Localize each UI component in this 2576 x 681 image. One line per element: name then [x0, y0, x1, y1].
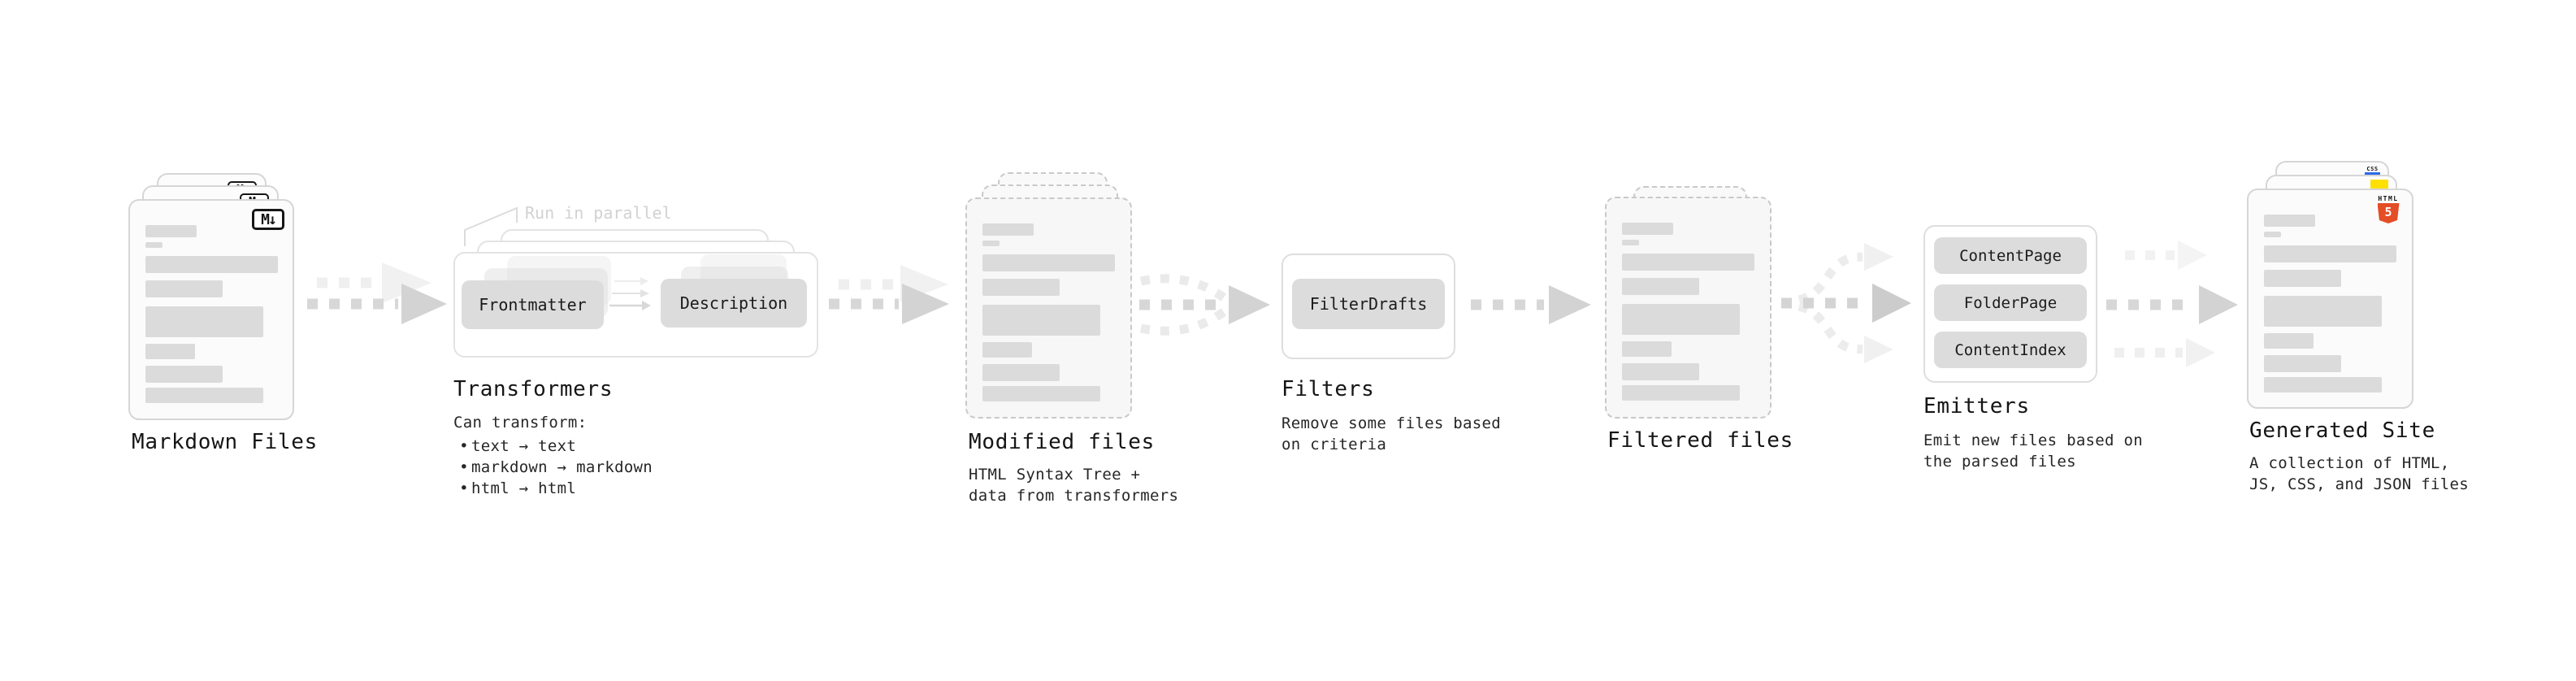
- arrows-emitters-to-generated: [2106, 241, 2238, 367]
- css-icon: CSS: [2365, 167, 2380, 176]
- skeleton-line: [1622, 304, 1740, 335]
- ghost-arrow-head: [382, 262, 432, 303]
- emitter-node-folderpage: FolderPage: [1934, 284, 2087, 321]
- skeleton-line: [145, 280, 223, 297]
- transform-capability-item: • markdown → markdown: [457, 457, 653, 478]
- skeleton-line: [982, 342, 1032, 358]
- transformers-title: Transformers: [453, 377, 614, 401]
- skeleton-line: [2264, 232, 2281, 237]
- skeleton-line: [145, 225, 197, 237]
- fork-branch-top: [1798, 252, 1863, 305]
- transform-capability-text: text → text: [471, 437, 577, 455]
- skeleton-line: [2264, 355, 2341, 372]
- merge-branch-bottom: [1139, 307, 1228, 336]
- css-icon-bar: [2365, 172, 2380, 176]
- skeleton-line: [2264, 215, 2315, 227]
- arrow-head: [1872, 284, 1911, 323]
- skeleton-line: [145, 366, 223, 383]
- css-icon-label: CSS: [2366, 166, 2379, 172]
- arrow-filtered-to-emitters-fork: [1781, 243, 1911, 363]
- modified-file-card-front: [965, 197, 1132, 419]
- transformers-subtitle: Can transform:: [453, 414, 588, 432]
- filtered-file-card-front: [1605, 197, 1772, 419]
- transform-capability-list: • text → text • markdown → markdown • ht…: [457, 436, 653, 499]
- generated-site-title: Generated Site: [2249, 419, 2435, 443]
- fork-branch-bottom-head: [1864, 336, 1893, 363]
- skeleton-line: [145, 256, 278, 273]
- filtered-files-title: Filtered files: [1607, 428, 1793, 453]
- transform-capability-text: markdown → markdown: [471, 458, 653, 476]
- markdown-files-title: Markdown Files: [132, 430, 318, 454]
- arrow-transformers-to-modified: [829, 265, 949, 324]
- skeleton-line: [145, 388, 263, 403]
- fork-branch-bottom: [1798, 301, 1863, 354]
- bullet-icon: •: [459, 458, 469, 476]
- skeleton-line: [1622, 240, 1639, 245]
- transform-capability-item: • text → text: [457, 436, 653, 457]
- transformer-node-description: Description: [661, 279, 807, 327]
- skeleton-line: [982, 364, 1060, 381]
- arrow-modified-to-filters-merge: [1139, 274, 1270, 336]
- skeleton-line: [145, 242, 163, 248]
- skeleton-line: [1622, 363, 1699, 380]
- generated-site-description: A collection of HTML, JS, CSS, and JSON …: [2249, 454, 2469, 493]
- html5-icon-label: HTML: [2378, 195, 2399, 202]
- emitter-node-contentpage: ContentPage: [1934, 237, 2087, 274]
- filters-description: Remove some files based on criteria: [1281, 414, 1501, 453]
- arrow-markdown-to-transformers: [307, 262, 447, 324]
- transformer-node-frontmatter: Frontmatter: [462, 280, 604, 329]
- skeleton-line: [982, 305, 1100, 336]
- markdown-icon: M↓: [252, 209, 284, 230]
- skeleton-line: [2264, 333, 2314, 349]
- skeleton-line: [1622, 223, 1673, 235]
- skeleton-line: [2264, 270, 2341, 287]
- ghost-arrow-head: [900, 265, 948, 302]
- skeleton-line: [2264, 296, 2382, 327]
- skeleton-line: [982, 241, 1000, 246]
- arrow-head: [1229, 285, 1270, 324]
- arrow-head: [1549, 285, 1591, 324]
- skeleton-line: [145, 344, 195, 359]
- arrow-head-middle: [2199, 285, 2238, 324]
- skeleton-line: [1622, 278, 1699, 295]
- filters-title: Filters: [1281, 377, 1375, 401]
- skeleton-line: [982, 223, 1034, 236]
- emitters-description: Emit new files based on the parsed files: [1923, 432, 2143, 471]
- fork-branch-top-head: [1864, 243, 1893, 271]
- html-file-card: HTML 5: [2247, 189, 2413, 409]
- skeleton-line: [982, 254, 1115, 271]
- emitter-node-contentindex: ContentIndex: [1934, 332, 2087, 368]
- filter-node-filterdrafts: FilterDrafts: [1292, 279, 1445, 329]
- transform-capability-item: • html → html: [457, 478, 653, 499]
- skeleton-line: [982, 386, 1100, 401]
- transform-capability-text: html → html: [471, 479, 577, 497]
- arrow-filters-to-filtered: [1471, 285, 1591, 324]
- js-icon: [2370, 180, 2388, 189]
- skeleton-line: [1622, 254, 1754, 271]
- skeleton-line: [2264, 377, 2382, 393]
- html5-icon-shield: 5: [2377, 203, 2400, 223]
- arrow-head-bottom: [2186, 338, 2215, 367]
- markdown-file-card-front: M↓: [128, 199, 294, 420]
- skeleton-line: [145, 306, 263, 337]
- modified-files-description: HTML Syntax Tree + data from transformer…: [969, 466, 1179, 505]
- merge-branch-top: [1139, 274, 1228, 302]
- arrow-head: [902, 284, 949, 324]
- arrow-head-top: [2178, 241, 2207, 270]
- skeleton-line: [1622, 341, 1672, 357]
- bullet-icon: •: [459, 479, 469, 497]
- html5-icon: HTML 5: [2374, 195, 2402, 223]
- skeleton-line: [2264, 245, 2396, 262]
- emitters-title: Emitters: [1923, 394, 2030, 419]
- modified-files-title: Modified files: [969, 430, 1155, 454]
- skeleton-line: [982, 279, 1060, 296]
- run-in-parallel-label: Run in parallel: [525, 203, 672, 223]
- bullet-icon: •: [459, 437, 469, 455]
- skeleton-line: [1622, 385, 1740, 401]
- arrow-head: [401, 284, 447, 324]
